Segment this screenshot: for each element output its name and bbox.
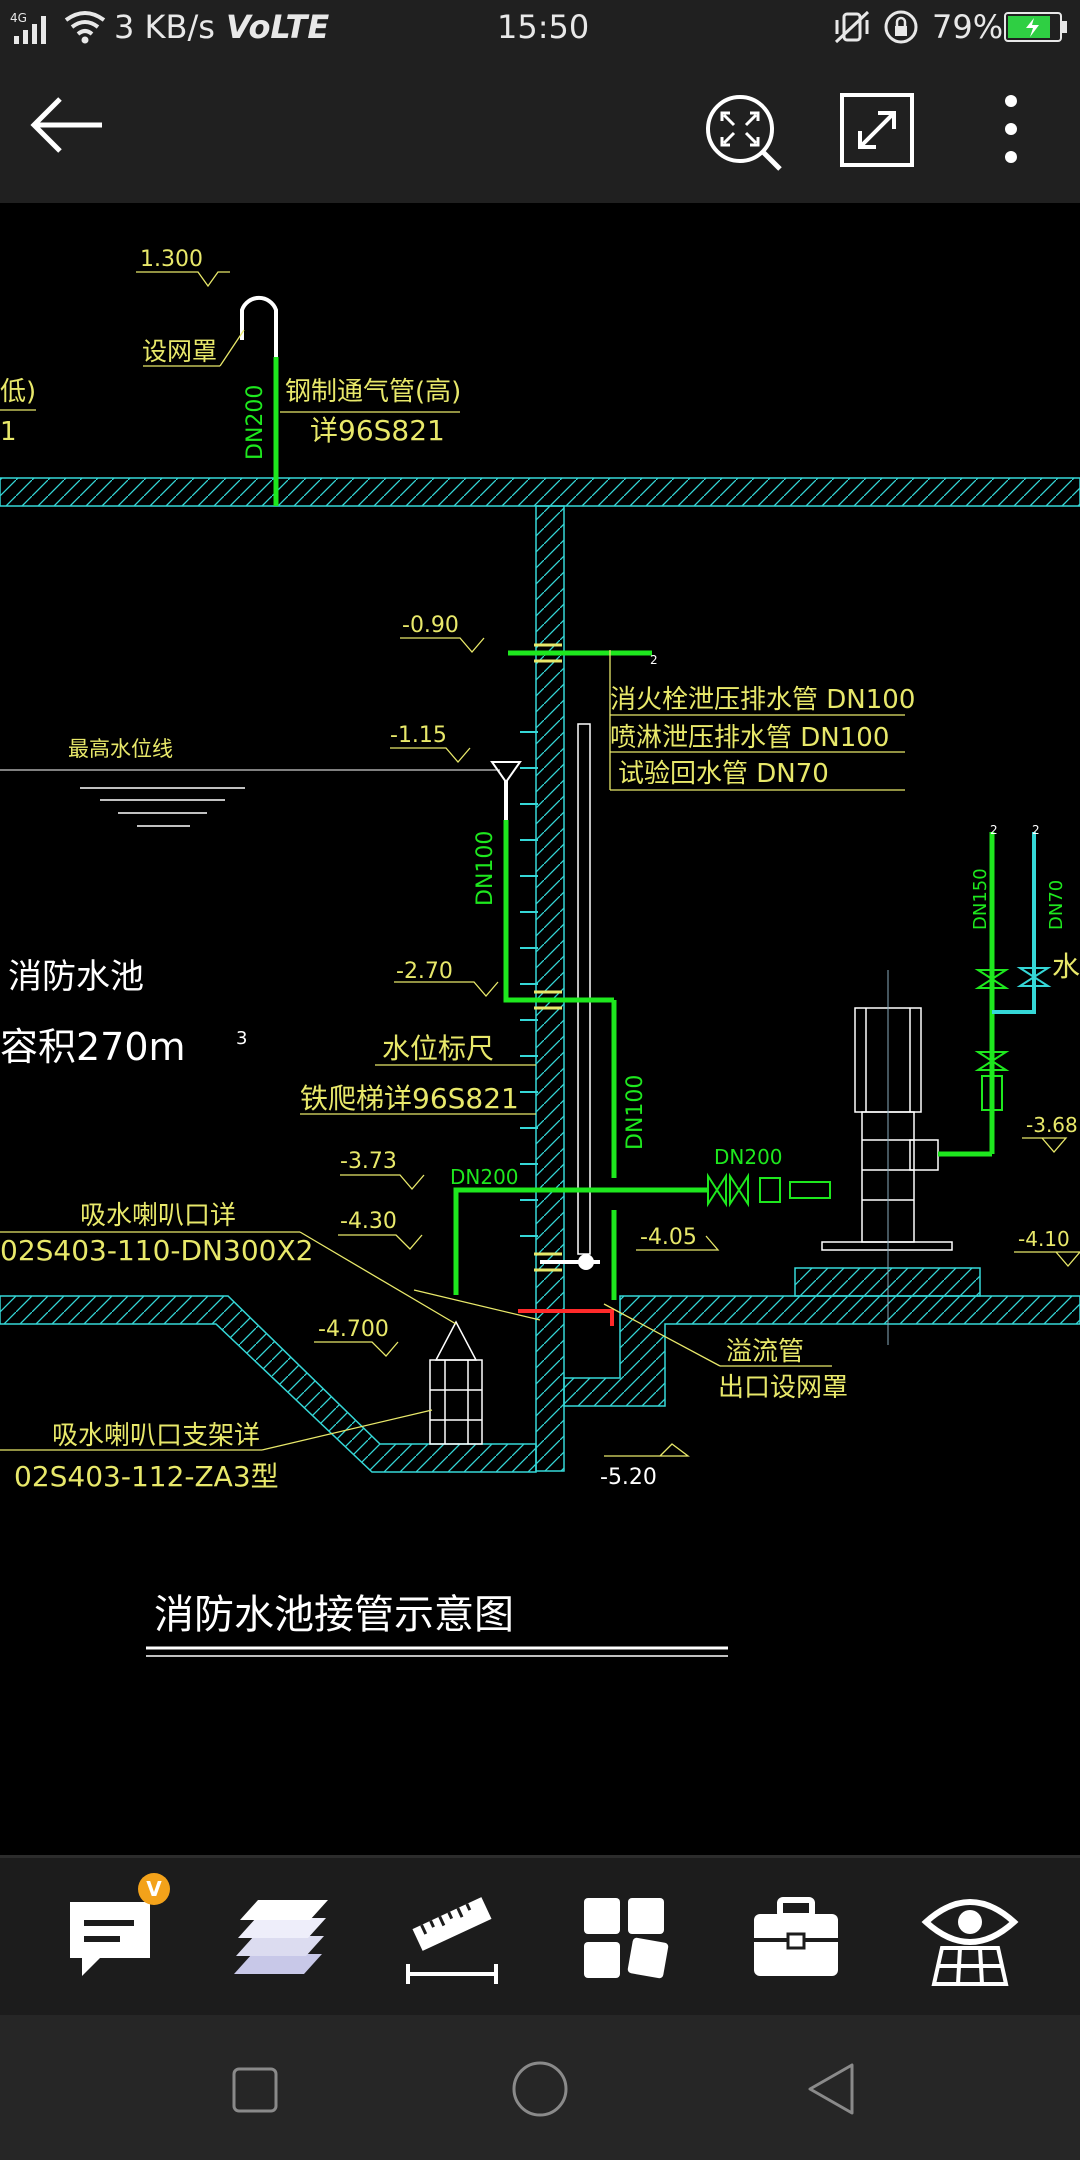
wall-sleeves <box>534 643 562 1272</box>
recent-apps-icon[interactable] <box>230 2065 280 2115</box>
cyan-valve <box>1016 967 1052 987</box>
water-gauge <box>577 723 591 1255</box>
dn150-label: DN150 <box>970 868 991 930</box>
water-gauge-label: 水位标尺 <box>382 1032 494 1065</box>
tag-2-a: 2 <box>650 653 658 667</box>
comment-icon[interactable] <box>60 1888 160 1988</box>
overflow-label: 溢流管 <box>726 1337 804 1367</box>
bell-support-label: 吸水喇叭口支架详 <box>52 1421 260 1451</box>
ladder-label: 铁爬梯详96S821 <box>300 1082 519 1115</box>
pool-volume: 容积270m <box>0 1025 186 1069</box>
elev-1300: 1.300 <box>140 247 203 272</box>
pipe1-label: 消火栓泄压排水管 DN100 <box>610 685 915 715</box>
elev-115: -1.15 <box>390 723 447 748</box>
tag-2-c: 2 <box>1032 823 1040 837</box>
elev-430: -4.30 <box>340 1209 397 1234</box>
vibrate-icon <box>834 10 870 44</box>
cyan-pipe <box>992 832 1036 1014</box>
max-water-level-label: 最高水位线 <box>68 737 173 761</box>
water-level-lines <box>0 769 500 827</box>
dn100-label-b: DN100 <box>623 1075 648 1150</box>
elev-090: -0.90 <box>402 613 459 638</box>
suction-bell-ref: 02S403-110-DN300X2 <box>0 1234 313 1267</box>
battery-percent: 79% <box>932 8 1004 46</box>
red-pipe <box>518 1309 614 1326</box>
signal-icon: 4G <box>10 11 46 44</box>
cad-drawing: 1.300 设网罩 低) 1 钢制通气管(高) 详96S821 DN200 -0… <box>0 247 1080 1657</box>
more-vertical-icon[interactable] <box>996 91 1026 171</box>
bottom-toolbar: V <box>0 1855 1080 2018</box>
white-pipes <box>240 295 600 1270</box>
roof-slab <box>0 477 1080 507</box>
navigation-bar <box>0 2015 1080 2160</box>
dn200-vent-label: DN200 <box>243 385 268 460</box>
status-bar: 4G 3 KB/s VoLTE 15:50 79% <box>0 0 1080 55</box>
elev-373: -3.73 <box>340 1149 397 1174</box>
measure-icon[interactable] <box>402 1888 502 1988</box>
wifi-icon <box>64 11 106 44</box>
dn200-label-b: DN200 <box>714 1145 783 1169</box>
valves <box>707 969 1010 1208</box>
elev-270: -2.70 <box>396 959 453 984</box>
clock: 15:50 <box>497 8 590 46</box>
rotation-lock-icon <box>884 10 918 44</box>
view-icon[interactable] <box>920 1888 1020 1988</box>
dn70-label: DN70 <box>1046 880 1067 930</box>
blocks-icon[interactable] <box>574 1888 674 1988</box>
volte-label: VoLTE <box>226 8 330 46</box>
overflow-outlet-label: 出口设网罩 <box>718 1373 848 1403</box>
elev-405: -4.05 <box>640 1225 697 1250</box>
drawing-title: 消防水池接管示意图 <box>154 1592 514 1638</box>
pool-volume-sup: 3 <box>236 1028 247 1049</box>
toolbox-icon[interactable] <box>746 1888 846 1988</box>
steel-vent-label: 钢制通气管(高) <box>285 377 461 407</box>
one-fragment: 1 <box>0 417 17 447</box>
arrow-left-icon[interactable] <box>28 95 108 155</box>
suction-bell <box>429 1320 483 1445</box>
battery-icon <box>1004 12 1067 42</box>
top-bar <box>0 55 1080 203</box>
fullscreen-icon[interactable] <box>838 91 918 171</box>
dn200-label-a: DN200 <box>450 1165 519 1189</box>
elev-368: -3.68 <box>1026 1113 1078 1137</box>
pool-name: 消防水池 <box>8 957 144 997</box>
suction-bell-label: 吸水喇叭口详 <box>80 1201 236 1231</box>
pipe2-label: 喷淋泄压排水管 DN100 <box>610 723 889 753</box>
pump <box>821 970 953 1345</box>
elev-410: -4.10 <box>1018 1227 1070 1251</box>
elev-520: -5.20 <box>600 1465 657 1490</box>
network-type: 4G <box>10 11 27 25</box>
green-pipes <box>273 357 995 1300</box>
floor-slab <box>0 1267 1080 1473</box>
network-speed: 3 KB/s <box>114 8 215 46</box>
cad-drawing-canvas[interactable]: 1.300 设网罩 低) 1 钢制通气管(高) 详96S821 DN200 -0… <box>0 203 1080 1855</box>
steel-vent-ref: 详96S821 <box>310 414 445 447</box>
layers-icon[interactable] <box>232 1888 332 1988</box>
bell-support-ref: 02S403-112-ZA3型 <box>14 1460 279 1493</box>
pipe3-label: 试验回水管 DN70 <box>618 759 829 789</box>
tag-2-b: 2 <box>990 823 998 837</box>
elev-4700: -4.700 <box>318 1317 389 1342</box>
cad-labels: 1.300 设网罩 低) 1 钢制通气管(高) 详96S821 DN200 -0… <box>0 247 1080 1638</box>
zoom-extents-icon[interactable] <box>700 91 784 175</box>
home-icon[interactable] <box>510 2059 570 2119</box>
back-icon[interactable] <box>804 2059 860 2119</box>
badge: V <box>138 1873 170 1905</box>
water-fragment: 水 <box>1052 950 1080 983</box>
mesh-cover-label: 设网罩 <box>142 337 217 366</box>
ladder-rungs <box>520 731 538 1237</box>
low-fragment: 低) <box>0 377 36 407</box>
dn100-label-a: DN100 <box>473 831 498 906</box>
leader-lines <box>0 271 1080 1657</box>
